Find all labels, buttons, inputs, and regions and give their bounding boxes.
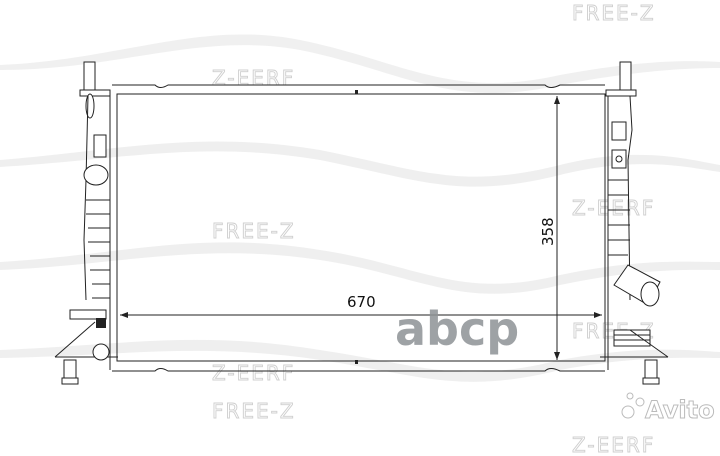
brand-watermarks: FREE-Z Z-EERF Z-EERF FREE-Z FREE-Z Z-EER… [212,1,656,456]
watermark-free-z-mirrored: Z-EERF [212,66,295,90]
width-label: 670 [347,293,376,311]
height-label: 358 [539,217,557,246]
watermark-free-z: FREE-Z [212,399,296,423]
watermark-free-z: FREE-Z [212,219,296,243]
right-tank [600,61,669,385]
avito-text: Avito [645,396,715,424]
watermark-free-z-mirrored: Z-EERF [572,433,655,456]
abcp-watermark: abcp [395,302,519,356]
avito-logo: Avito [621,392,715,425]
left-tank [54,61,118,385]
watermark-free-z: FREE-Z [572,1,656,25]
watermark-free-z-mirrored: Z-EERF [572,196,655,220]
radiator-core [112,84,606,372]
watermark-free-z-mirrored: Z-EERF [212,361,295,385]
height-dimension: 358 [539,96,560,360]
width-dimension: 670 [120,293,602,318]
